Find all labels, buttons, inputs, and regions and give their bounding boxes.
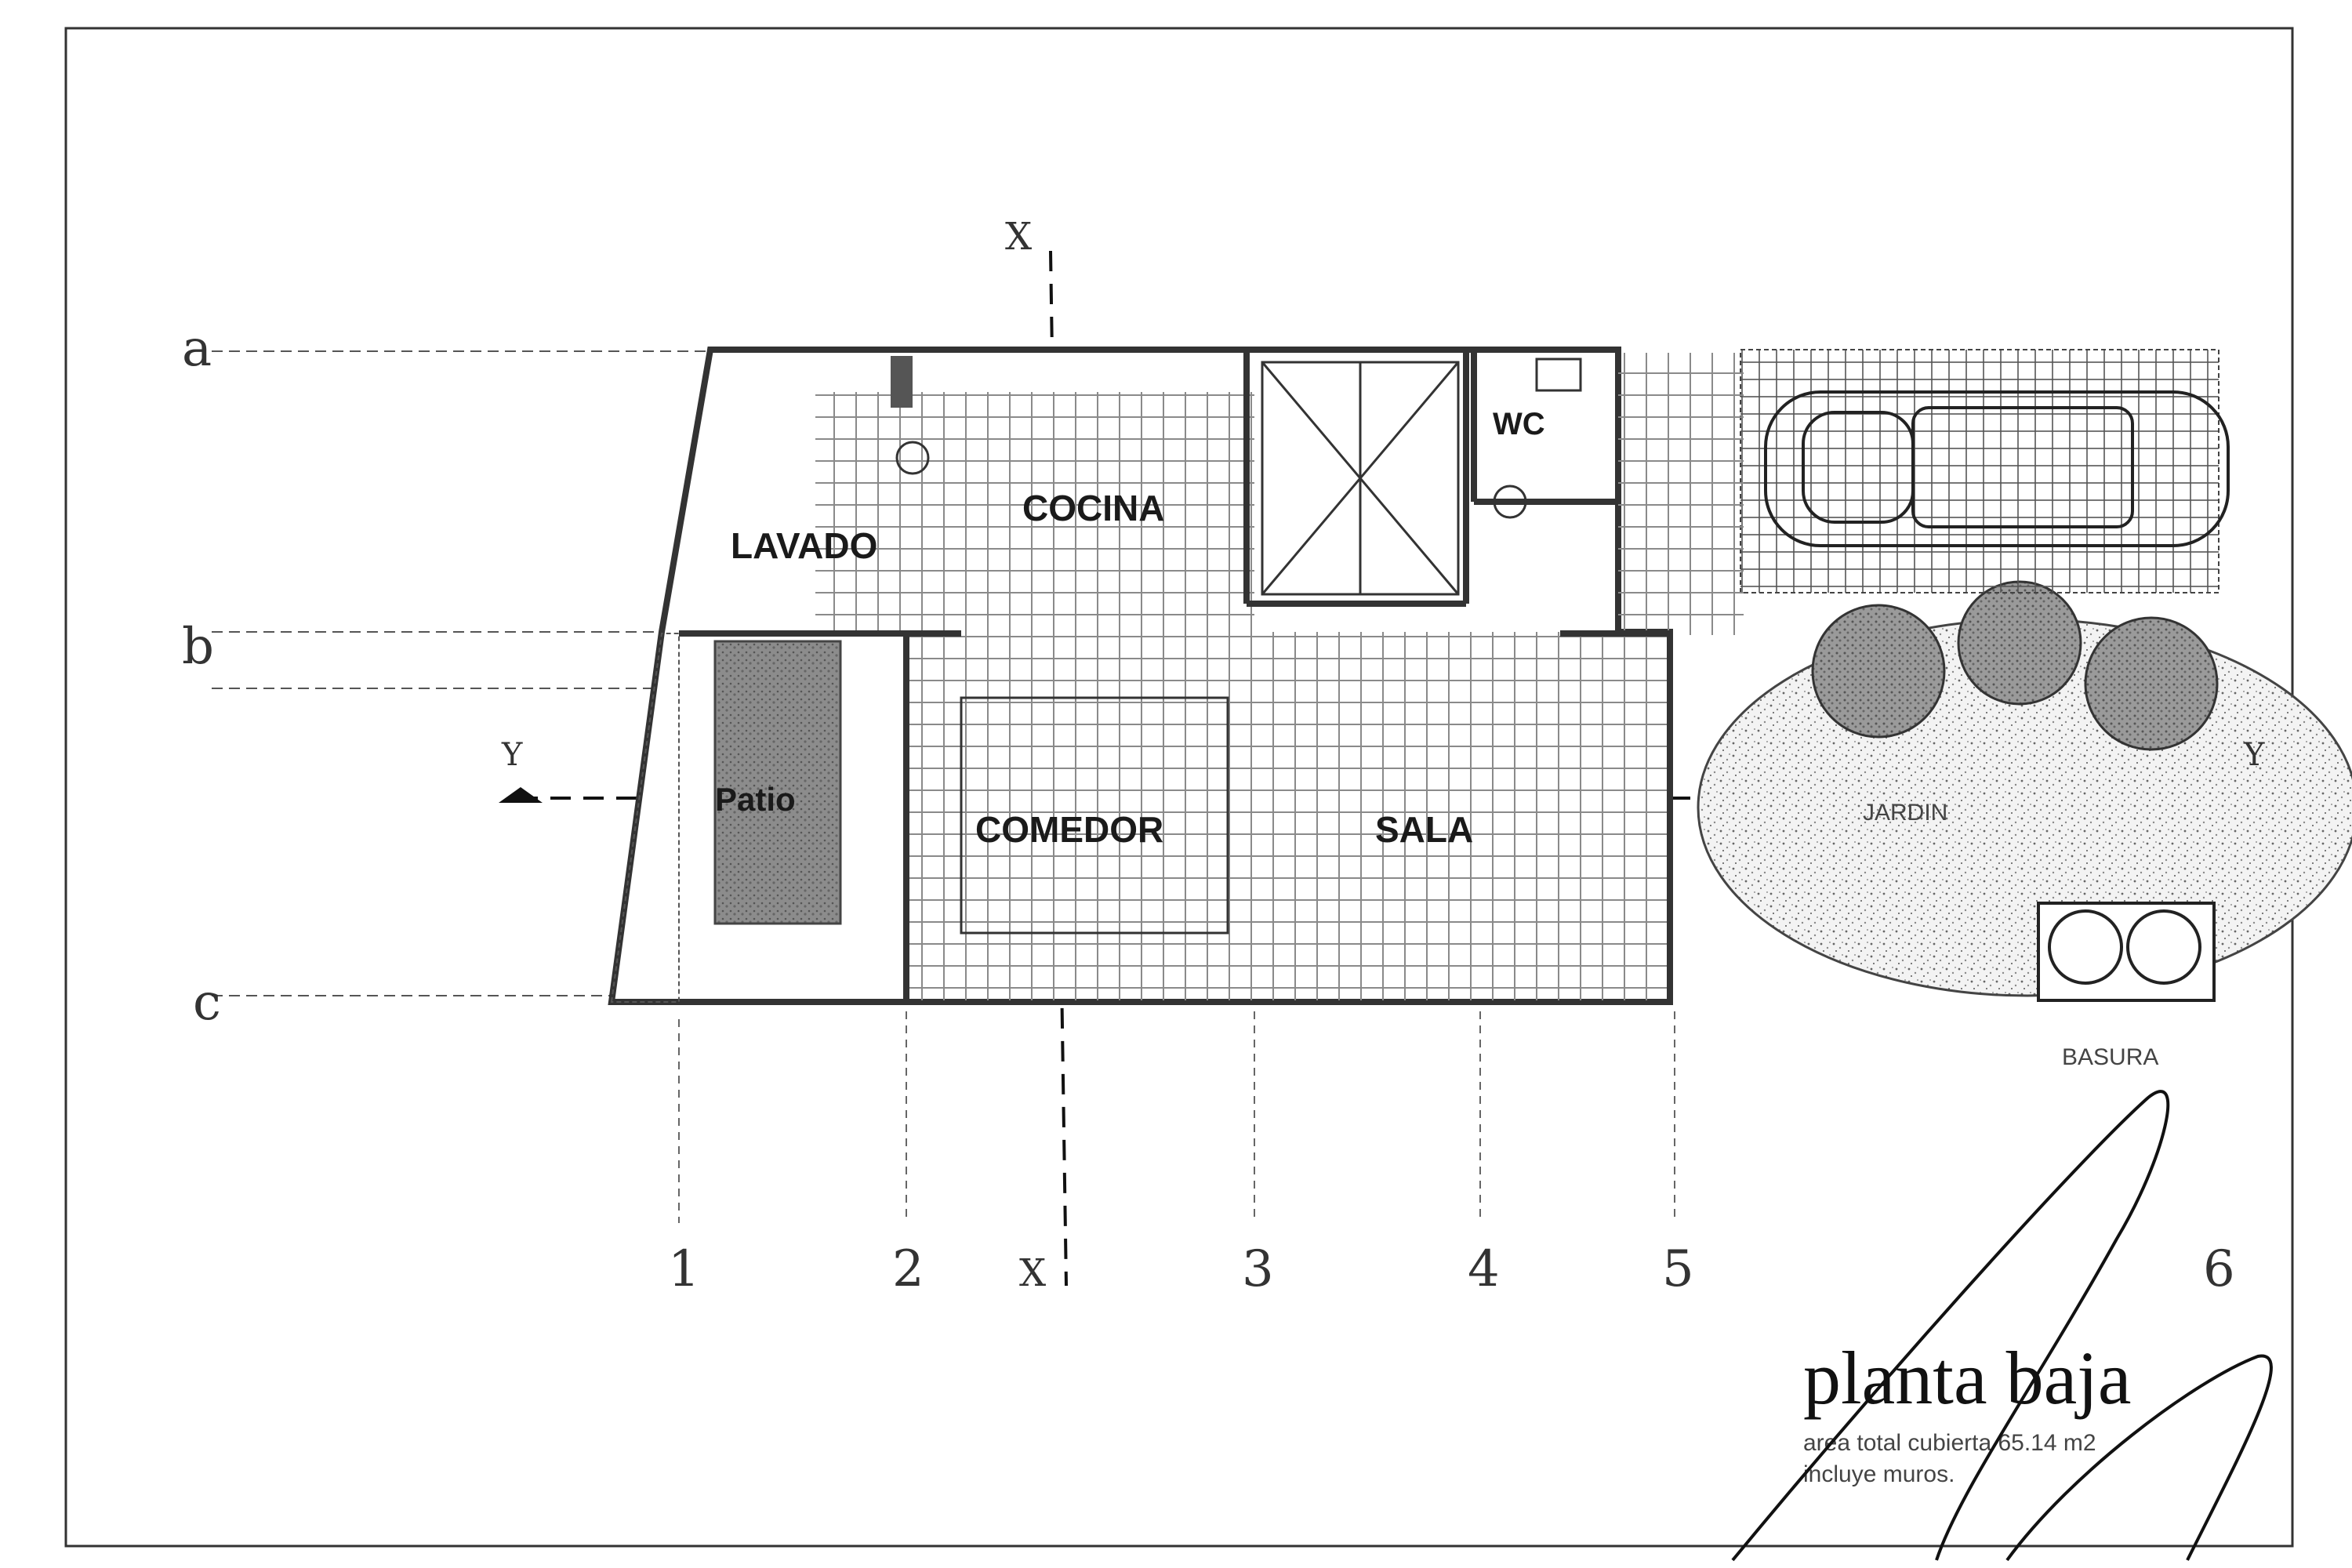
entry-ramp — [610, 633, 680, 1003]
room-label-comedor: COMEDOR — [975, 809, 1163, 850]
staircase — [1261, 361, 1460, 596]
tile-floor-kitchen — [815, 392, 1254, 635]
grid-row-label-b: b — [182, 618, 214, 676]
trash-bin — [2048, 909, 2123, 985]
section-mark-x-top: X — [1005, 215, 1032, 259]
label-basura: BASURA — [2062, 1044, 2158, 1070]
room-label-patio: Patio — [715, 781, 796, 818]
grid-row-label-a: a — [182, 320, 212, 378]
patio-area — [713, 640, 842, 925]
drawing-title: planta baja — [1803, 1336, 2131, 1420]
drawing-subtitle-area: area total cubierta 65.14 m2 — [1803, 1430, 2096, 1456]
room-label-jardin: JARDIN — [1863, 800, 1947, 826]
grid-column-lines — [678, 1011, 1675, 1223]
interior-walls — [679, 350, 1670, 1002]
wall-column — [891, 356, 913, 408]
room-label-cocina: COCINA — [1022, 488, 1164, 528]
wc-sink — [1493, 485, 1527, 519]
room-label-lavado: LAVADO — [731, 525, 877, 566]
washer-icon — [895, 441, 930, 475]
section-mark-x-bottom: X — [1019, 1251, 1046, 1295]
signature-mark — [1731, 1090, 2273, 1562]
grid-col-label-4: 4 — [1468, 1240, 1500, 1298]
grid-col-label-6: 6 — [2203, 1240, 2235, 1298]
car-icon — [1764, 390, 2230, 547]
grid-col-label-3: 3 — [1242, 1240, 1274, 1298]
drawing-subtitle-walls: incluye muros. — [1803, 1461, 1955, 1487]
tile-floor-east — [1618, 353, 1744, 635]
grid-col-label-1: 1 — [668, 1240, 700, 1298]
section-arrow-left — [499, 787, 543, 803]
dining-table — [960, 696, 1229, 935]
carport-area — [1740, 349, 2220, 593]
wc-tank — [1535, 358, 1582, 392]
room-label-wc: WC — [1493, 407, 1545, 441]
grid-col-label-2: 2 — [892, 1240, 924, 1298]
grid-row-lines — [212, 350, 706, 996]
grid-row-label-c: c — [193, 974, 221, 1032]
garden-shrubs — [1811, 580, 2219, 751]
trash-bin — [2126, 909, 2201, 985]
section-mark-y-left: Y — [501, 737, 523, 773]
room-label-sala: SALA — [1375, 809, 1473, 850]
grid-col-label-5: 5 — [1662, 1240, 1694, 1298]
section-mark-y-right: Y — [2243, 737, 2265, 773]
